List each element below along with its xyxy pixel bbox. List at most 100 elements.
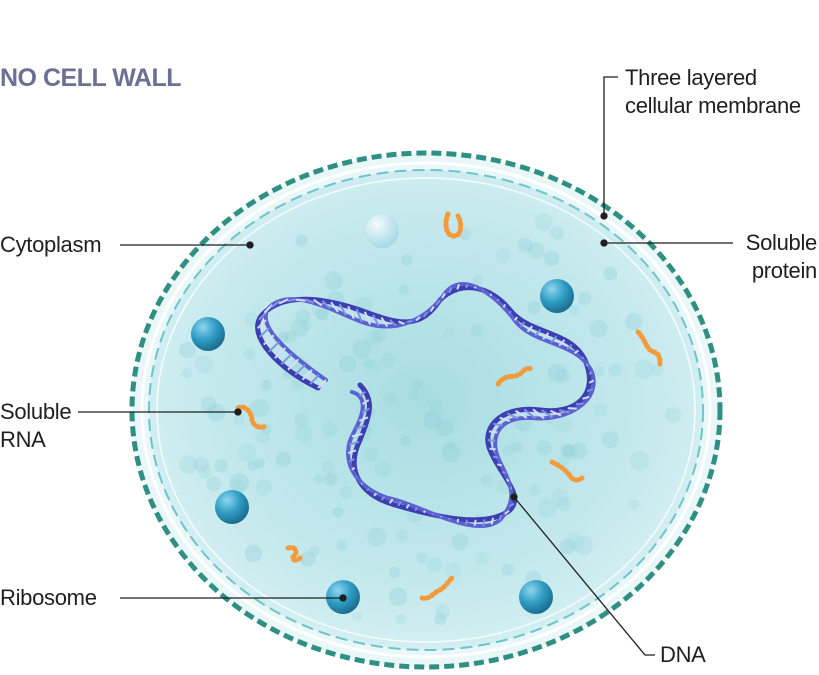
cytoplasm-granule (197, 464, 213, 480)
cytoplasm-granules (179, 213, 682, 626)
cytoplasm-granule (502, 444, 515, 456)
dna-base-pair (588, 371, 593, 375)
cytoplasm-granule (314, 473, 325, 484)
dna-base-pair (366, 488, 370, 492)
dna-base-pair (363, 311, 372, 325)
dna-base-pair (519, 321, 526, 328)
cytoplasm-granule (534, 213, 553, 231)
dna-base-pair (355, 424, 366, 430)
ribosome-leader-dot (339, 594, 347, 602)
cytoplasm-granule (260, 379, 272, 391)
cytoplasm-granule (206, 476, 222, 492)
label-dna: DNA (660, 642, 706, 667)
cytoplasm-granule (214, 458, 228, 473)
dna-base-pair (347, 305, 355, 320)
dna-base-pair (351, 432, 363, 438)
dna-base-pair (358, 391, 367, 398)
cytoplasm-granule (294, 413, 309, 428)
cytoplasm-granule (237, 443, 257, 463)
membrane-leader-dot (600, 212, 608, 220)
ribosomes (191, 279, 574, 614)
rna-strand (635, 329, 663, 367)
dna-base-pair (492, 455, 499, 459)
dna-base-pair (542, 332, 550, 340)
cytoplasm-granule (400, 435, 412, 447)
cytoplasm-granule (247, 460, 258, 471)
cytoplasm-leader-dot (246, 241, 254, 249)
cytoplasm-granule (434, 612, 447, 626)
cytoplasm-granule (308, 545, 320, 557)
cytoplasm-granule (475, 552, 489, 566)
dna-base-pair (497, 463, 502, 467)
ribosome (191, 317, 225, 351)
cytoplasm-granule (547, 363, 567, 383)
cytoplasm-granule (315, 307, 329, 321)
dna-base-pair (508, 310, 512, 315)
ribosome (215, 490, 249, 524)
dna-base-pair (389, 319, 397, 327)
rna-strand (549, 459, 585, 483)
dna-base-pair (338, 303, 347, 316)
dna-base-pair (464, 519, 468, 525)
cytoplasm-granule (435, 604, 451, 619)
cytoplasm-granule (193, 456, 210, 473)
dna-base-pair (435, 299, 441, 306)
cytoplasm-granule (557, 454, 570, 467)
cytoplasm-granule (416, 552, 428, 564)
cytoplasm-granule (445, 561, 462, 579)
dna-base-pair (581, 356, 585, 360)
dna-base-pair (347, 449, 357, 455)
cytoplasm-granule (560, 443, 574, 457)
dna-base-pair (321, 299, 331, 310)
cytoplasm-granule (568, 304, 580, 316)
cytoplasm-granule (255, 479, 273, 496)
cytoplasm-granule (363, 446, 379, 462)
cytoplasm-granule (543, 250, 560, 266)
protein-leader-dot (600, 239, 608, 247)
cytoplasm-inner-line (156, 177, 696, 643)
cytoplasm-granule (443, 327, 456, 339)
cytoplasm-granule (195, 355, 214, 374)
dna-base-pair (501, 470, 506, 475)
dna-base-pair (431, 513, 434, 516)
cytoplasm-granule (275, 451, 292, 467)
cytoplasm-granule (382, 392, 396, 406)
cytoplasm-granule (332, 506, 344, 518)
dna-base-pair (380, 316, 389, 328)
cytoplasm-granule (451, 533, 469, 551)
dna-base-pair (504, 509, 510, 515)
cytoplasm-granule (559, 538, 576, 555)
dna-base-pair (465, 283, 469, 289)
cytoplasm-granule (408, 389, 419, 400)
dna-base-pair (268, 341, 281, 353)
dna-base-pair (559, 409, 570, 414)
cytoplasm-granule (181, 367, 193, 379)
cytoplasm-granule (253, 458, 265, 469)
rna-strand (235, 404, 269, 430)
dna-base-pair (380, 496, 386, 501)
cytoplasm-granule (527, 300, 542, 315)
dna-base-pair (490, 517, 495, 525)
cytoplasm-granule (284, 330, 297, 343)
cytoplasm-granule (470, 323, 484, 338)
cytoplasm-granule (290, 319, 309, 337)
dna-base-pair (355, 308, 363, 323)
rna-strand (285, 545, 303, 563)
dna-base-pair (258, 327, 270, 338)
cytoplasm-granule (411, 379, 424, 391)
cytoplasm-granule (537, 498, 557, 519)
dna-base-pair (575, 402, 584, 406)
dna-base-pair (388, 498, 394, 504)
dna-base-pair (489, 447, 496, 451)
dna-base-pair (473, 519, 477, 526)
soluble-protein-globule (365, 214, 399, 248)
cytoplasm-granule (363, 358, 374, 370)
ribosome (540, 279, 574, 313)
cytoplasm-granule (593, 402, 608, 418)
dna-base-pair (558, 339, 566, 347)
dna-base-pair (280, 353, 293, 365)
rna-strand (495, 365, 535, 387)
cytoplasm-granule (336, 540, 348, 551)
ribosome (519, 580, 553, 614)
dna-base-pair (526, 325, 533, 333)
